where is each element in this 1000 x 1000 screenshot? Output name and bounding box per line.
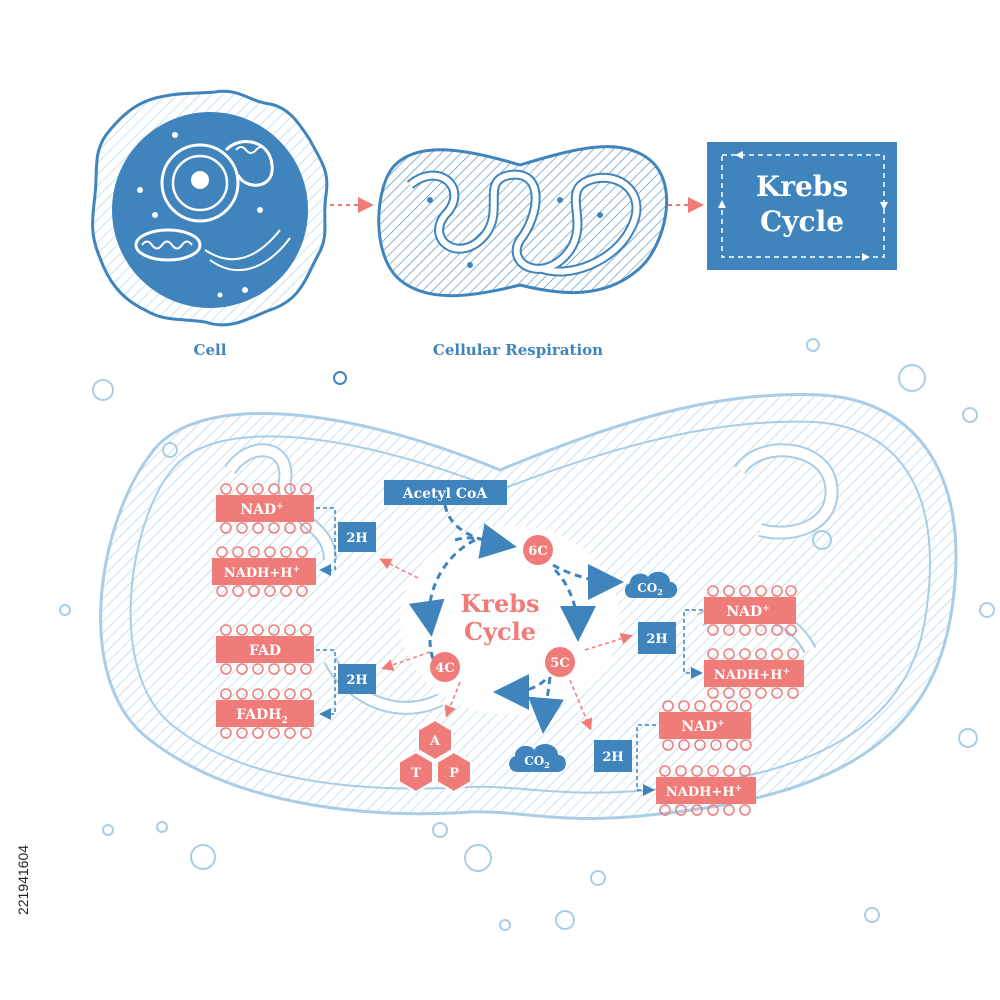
right-nadh1-label: NADH+H <box>714 668 783 683</box>
left-top-flow <box>316 507 336 576</box>
svg-text:NADH+H+: NADH+H+ <box>224 565 300 581</box>
krebs-box-line1: Krebs <box>756 170 848 203</box>
right-nadh2-box: NADH+H+ <box>656 765 756 816</box>
atp-hexagons: A T P <box>398 718 472 794</box>
cell-illustration <box>91 89 329 327</box>
right-bottom-sal-arrow <box>569 679 593 731</box>
co2-b-label: CO <box>524 754 544 768</box>
left-fad-label: FAD <box>249 643 281 659</box>
svg-text:CO2: CO2 <box>637 581 663 597</box>
co2-cloud-a: CO2 <box>624 571 678 598</box>
left-2h-bottom-label: 2H <box>346 673 367 688</box>
node-5c-label: 5C <box>550 656 569 671</box>
right-nad2-box: NAD+ <box>659 700 752 751</box>
node-4c <box>430 652 460 682</box>
right-nadh2-label: NADH+H <box>666 785 735 800</box>
left-bottom-sal-arrow <box>381 651 431 671</box>
stock-id: 221941604 <box>15 845 31 915</box>
bubbles <box>59 338 995 931</box>
co2-cloud-b: CO2 <box>509 743 566 772</box>
mitochondrion-illustration <box>377 145 669 298</box>
cell-label: Cell <box>194 341 227 359</box>
node-6c <box>523 535 553 565</box>
right-nad1-label: NAD <box>726 604 762 620</box>
left-fadh-sub: 2 <box>282 716 288 726</box>
right-2h-bottom-box <box>594 740 632 772</box>
right-nadh1-sup: + <box>783 667 791 677</box>
right-nadh2-sup: + <box>735 784 743 794</box>
left-bottom-flow <box>316 649 336 720</box>
svg-text:CO2: CO2 <box>524 754 550 770</box>
arrow-to-co2-b <box>528 676 564 734</box>
svg-text:NADH+H+: NADH+H+ <box>666 784 742 800</box>
krebs-box-line2: Cycle <box>760 205 844 238</box>
respiration-label: Cellular Respiration <box>433 341 603 359</box>
arrow-to-co2-a <box>552 563 624 600</box>
cycle-title-line2: Cycle <box>464 617 536 646</box>
atp-t: T <box>411 766 421 781</box>
atp-arrow <box>444 681 461 718</box>
right-nad2-label: NAD <box>681 719 717 735</box>
atp-a: A <box>429 734 441 749</box>
left-fadh-label: FADH <box>236 707 281 723</box>
left-2h-bottom-box <box>338 664 376 694</box>
right-bottom-flow <box>636 724 656 796</box>
right-2h-bottom-label: 2H <box>602 750 623 765</box>
right-nad1-box: NAD+ <box>704 585 797 636</box>
co2-a-sub: 2 <box>657 587 663 597</box>
acetyl-coa-label: Acetyl CoA <box>402 486 489 502</box>
node-4c-label: 4C <box>435 661 454 676</box>
left-nadh-label: NADH+H <box>224 566 293 581</box>
node-5c <box>545 647 575 677</box>
krebs-cycle-box: Krebs Cycle <box>707 142 897 270</box>
co2-a-label: CO <box>637 581 657 595</box>
svg-text:NAD+: NAD+ <box>726 604 769 620</box>
acetyl-coa-box <box>384 480 507 505</box>
svg-text:FADH2: FADH2 <box>236 707 288 726</box>
svg-text:NAD+: NAD+ <box>681 719 724 735</box>
right-nadh1-box: NADH+H+ <box>704 648 804 699</box>
right-2h-top-box <box>638 622 676 654</box>
left-2h-top-label: 2H <box>346 531 367 546</box>
left-nad-sup: + <box>276 502 284 512</box>
left-fad-box: FAD <box>216 624 314 675</box>
right-nad1-sup: + <box>762 604 770 614</box>
atp-p: P <box>449 766 459 781</box>
left-nadh-box: NADH+H+ <box>212 546 316 597</box>
node-6c-label: 6C <box>528 544 547 559</box>
svg-text:NADH+H+: NADH+H+ <box>714 667 790 683</box>
right-2h-top-label: 2H <box>646 632 667 647</box>
right-nad2-sup: + <box>717 719 725 729</box>
left-nad-box: NAD+ <box>216 483 314 534</box>
right-top-flow <box>683 609 703 679</box>
left-fadh-box: FADH2 <box>216 688 314 739</box>
left-2h-top-box <box>338 522 376 552</box>
left-nadh-sup: + <box>293 565 301 575</box>
right-top-sal-arrow <box>584 632 633 651</box>
co2-b-sub: 2 <box>544 760 550 770</box>
svg-text:NAD+: NAD+ <box>240 502 283 518</box>
cycle-title-line1: Krebs <box>460 589 539 618</box>
left-nad-label: NAD <box>240 502 276 518</box>
